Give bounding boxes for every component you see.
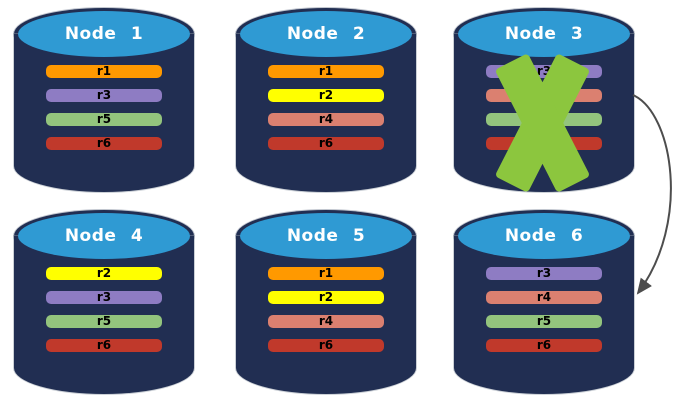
replica-bar: r6	[46, 339, 162, 352]
node-title: Node 2	[286, 23, 366, 44]
replica-bar: r6	[268, 137, 384, 150]
replica-bar: r6	[486, 339, 602, 352]
node-title: Node 6	[504, 225, 584, 246]
replica-bar: r3	[46, 89, 162, 102]
node-5: Node 5 r1 r2 r4 r6	[236, 210, 416, 394]
node-3: Node 3 r3 r4 r5 r6	[454, 8, 634, 193]
node-1: Node 1 r1 r3 r5 r6	[14, 8, 194, 192]
replica-list: r1 r2 r4 r6	[268, 267, 384, 363]
cylinder-top: Node 5	[240, 213, 412, 259]
cylinder-top: Node 3	[458, 11, 630, 57]
cylinder-top: Node 4	[18, 213, 190, 259]
node-2: Node 2 r1 r2 r4 r6	[236, 8, 416, 192]
node-title: Node 1	[64, 23, 144, 44]
replica-bar: r5	[486, 315, 602, 328]
replica-bar: r5	[46, 315, 162, 328]
replica-bar: r1	[268, 267, 384, 280]
replica-bar: r3	[46, 291, 162, 304]
replica-list: r2 r3 r5 r6	[46, 267, 162, 363]
replica-bar: r2	[46, 267, 162, 280]
replica-bar: r2	[268, 89, 384, 102]
replica-bar: r2	[268, 291, 384, 304]
cylinder-top: Node 1	[18, 11, 190, 57]
node-title: Node 4	[64, 225, 144, 246]
replica-bar: r4	[268, 315, 384, 328]
replica-list: r1 r3 r5 r6	[46, 65, 162, 161]
replica-list: r3 r4 r5 r6	[486, 267, 602, 363]
node-title: Node 3	[504, 23, 584, 44]
node-6: Node 6 r3 r4 r5 r6	[454, 210, 634, 394]
replica-bar: r6	[268, 339, 384, 352]
replica-bar: r5	[46, 113, 162, 126]
replica-list: r1 r2 r4 r6	[268, 65, 384, 161]
replica-bar: r6	[46, 137, 162, 150]
replica-bar: r4	[486, 291, 602, 304]
replica-bar: r1	[46, 65, 162, 78]
failure-x-mark	[454, 8, 634, 193]
replica-bar: r3	[486, 267, 602, 280]
cylinder-top: Node 6	[458, 213, 630, 259]
replica-bar: r1	[268, 65, 384, 78]
node-4: Node 4 r2 r3 r5 r6	[14, 210, 194, 394]
replica-bar: r4	[268, 113, 384, 126]
node-title: Node 5	[286, 225, 366, 246]
cylinder-top: Node 2	[240, 11, 412, 57]
